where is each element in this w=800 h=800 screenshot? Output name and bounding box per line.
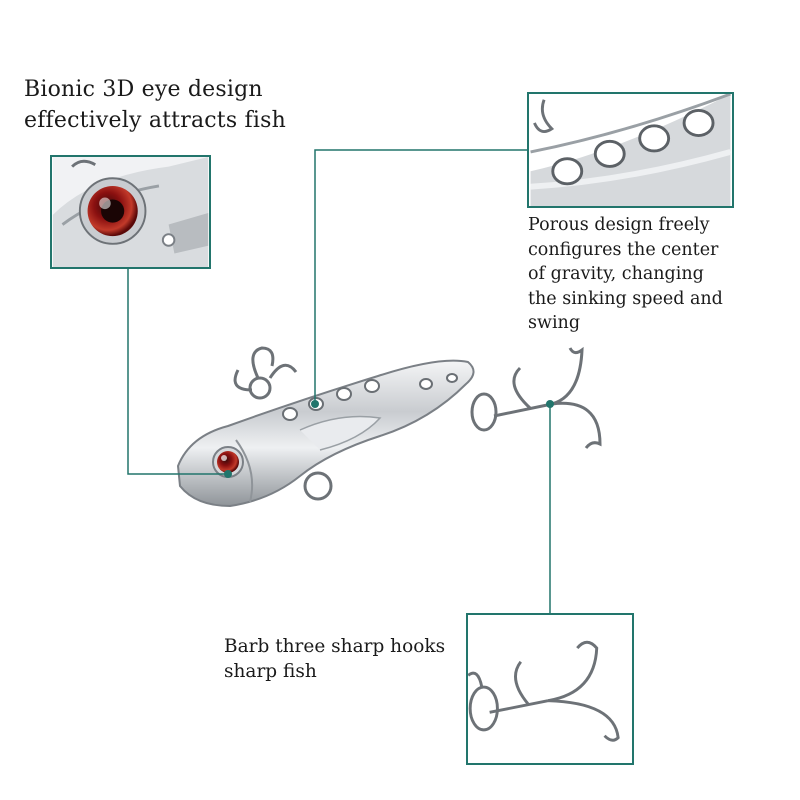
eye-feature-caption: Bionic 3D eye design effectively attract… xyxy=(24,77,286,133)
tail-hook-icon xyxy=(470,346,602,449)
hooks-feature-caption: Barb three sharp hooks sharp fish xyxy=(224,636,446,682)
lure-holes-closeup-icon xyxy=(530,94,732,206)
top-hook-icon xyxy=(233,346,298,400)
treble-hook-closeup-icon xyxy=(468,615,632,763)
lure-eye-closeup-icon xyxy=(52,157,209,267)
hooks-detail-inset xyxy=(466,613,634,765)
belly-ring-icon xyxy=(303,471,333,501)
holes-feature-caption: Porous design freely configures the cent… xyxy=(528,215,723,333)
lure-eye-icon xyxy=(212,446,244,478)
holes-detail-inset xyxy=(527,92,734,208)
eye-detail-inset xyxy=(50,155,211,269)
